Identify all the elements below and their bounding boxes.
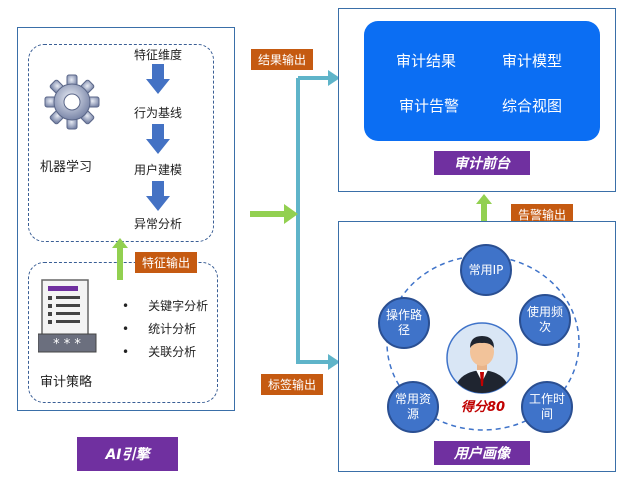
node-operation-path: 操作路径 [378,297,430,349]
step-feature-dimension: 特征维度 [134,48,183,62]
gear-icon [44,74,100,130]
profile-ring [386,255,580,431]
node-usage-frequency: 使用频次 [519,294,571,346]
machine-learning-label: 机器学习 [40,160,93,175]
audit-alert-item: 审计告警 [399,97,460,115]
step-behavior-baseline: 行为基线 [134,106,183,120]
down-arrow-icon [146,64,170,94]
down-arrow-icon [146,181,170,211]
alert-output-tag: 告警输出 [511,204,574,225]
audit-model-item: 审计模型 [502,52,563,70]
result-output-tag: 结果输出 [251,49,314,70]
flow-connectors [250,70,340,370]
node-common-ip: 常用IP [460,244,512,296]
step-anomaly-analysis: 异常分析 [134,217,183,231]
step-user-modeling: 用户建模 [134,163,183,177]
up-arrow-icon [476,194,492,228]
up-arrow-icon [112,238,128,280]
user-profile-label: 用户画像 [434,441,530,465]
down-arrow-icon [146,124,170,154]
node-work-time: 工作时间 [521,381,573,433]
tag-output-tag: 标签输出 [261,374,324,395]
policy-item-correlation: • 关联分析 [122,345,197,359]
user-avatar-icon [446,322,518,394]
document-icon: * * * [38,279,97,353]
policy-item-statistics: • 统计分析 [122,322,197,336]
audit-front-panel [364,21,600,141]
audit-front-label: 审计前台 [434,151,530,175]
audit-policy-label: 审计策略 [40,375,93,390]
ai-engine-label: AI引擎 [77,437,178,471]
node-common-resources: 常用资源 [387,381,439,433]
overview-item: 综合视图 [502,97,563,115]
svg-text:* * *: * * * [53,337,81,352]
policy-item-keyword: • 关键字分析 [122,299,209,313]
user-score: 得分80 [461,400,506,415]
audit-result-item: 审计结果 [396,52,457,70]
feature-output-tag: 特征输出 [135,252,198,273]
